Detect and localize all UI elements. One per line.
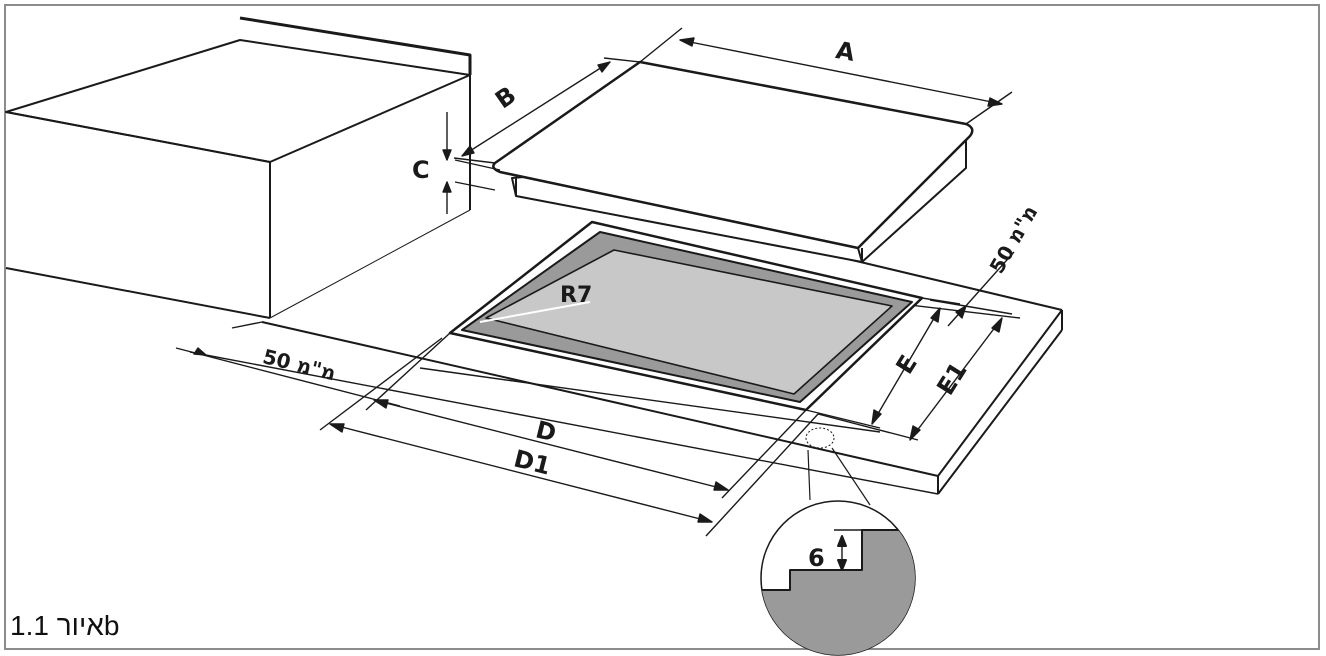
- label-six: 6: [808, 544, 825, 572]
- dimension-clearance-front: [175, 347, 401, 407]
- dimension-c: [442, 112, 501, 214]
- dimension-e: [805, 297, 961, 429]
- label-b: B: [490, 81, 521, 114]
- hob: [492, 60, 974, 263]
- cabinet: [5, 16, 472, 319]
- label-a: A: [834, 36, 858, 67]
- dimension-d1: [319, 337, 819, 537]
- detail-callout: [760, 427, 916, 656]
- dimension-e1: [817, 299, 1013, 441]
- label-clearance-right: 50 מ"מ: [985, 201, 1043, 277]
- figure-caption: איור 1.1b: [10, 610, 120, 641]
- dimension-b: [453, 57, 641, 164]
- cutout: [448, 220, 924, 412]
- dimension-d: [365, 332, 807, 499]
- label-d: D: [533, 416, 559, 448]
- label-r7: R7: [560, 283, 592, 308]
- label-d1: D1: [511, 445, 553, 481]
- dimension-a: [639, 27, 1013, 125]
- label-c: C: [412, 156, 430, 184]
- dimension-clearance-right: [947, 251, 1015, 327]
